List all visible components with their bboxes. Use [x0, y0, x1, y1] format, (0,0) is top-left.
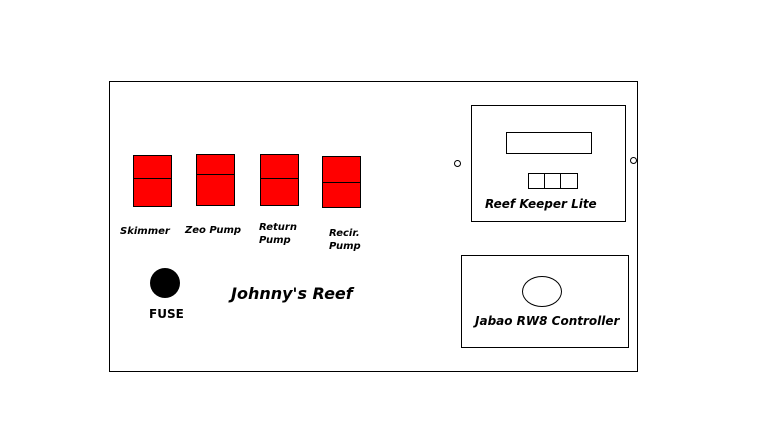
return-pump-switch[interactable] [260, 154, 299, 206]
zeo-pump-switch[interactable] [196, 154, 235, 206]
zeo-pump-label: Zeo Pump [185, 225, 242, 236]
recir-pump-label: Recir. Pump [329, 228, 361, 252]
skimmer-switch[interactable] [133, 155, 172, 207]
jabao-controller-label: Jabao RW8 Controller [475, 314, 620, 328]
reef-keeper-label: Reef Keeper Lite [485, 197, 597, 211]
skimmer-label: Skimmer [120, 226, 170, 237]
reef-keeper-display [506, 132, 592, 154]
fuse-label: FUSE [149, 307, 184, 321]
panel-title: Johnny's Reef [231, 284, 353, 303]
recir-pump-switch[interactable] [322, 156, 361, 208]
return-pump-label: Return Pump [259, 222, 297, 246]
fuse-holder[interactable] [150, 268, 180, 298]
mounting-screw-right [630, 157, 637, 164]
mounting-screw-left [454, 160, 461, 167]
reef-keeper-unit: Reef Keeper Lite [471, 105, 626, 222]
reef-keeper-button-group [528, 173, 578, 189]
jabao-controller-unit: Jabao RW8 Controller [461, 255, 629, 348]
jabao-controller-knob[interactable] [522, 276, 562, 307]
